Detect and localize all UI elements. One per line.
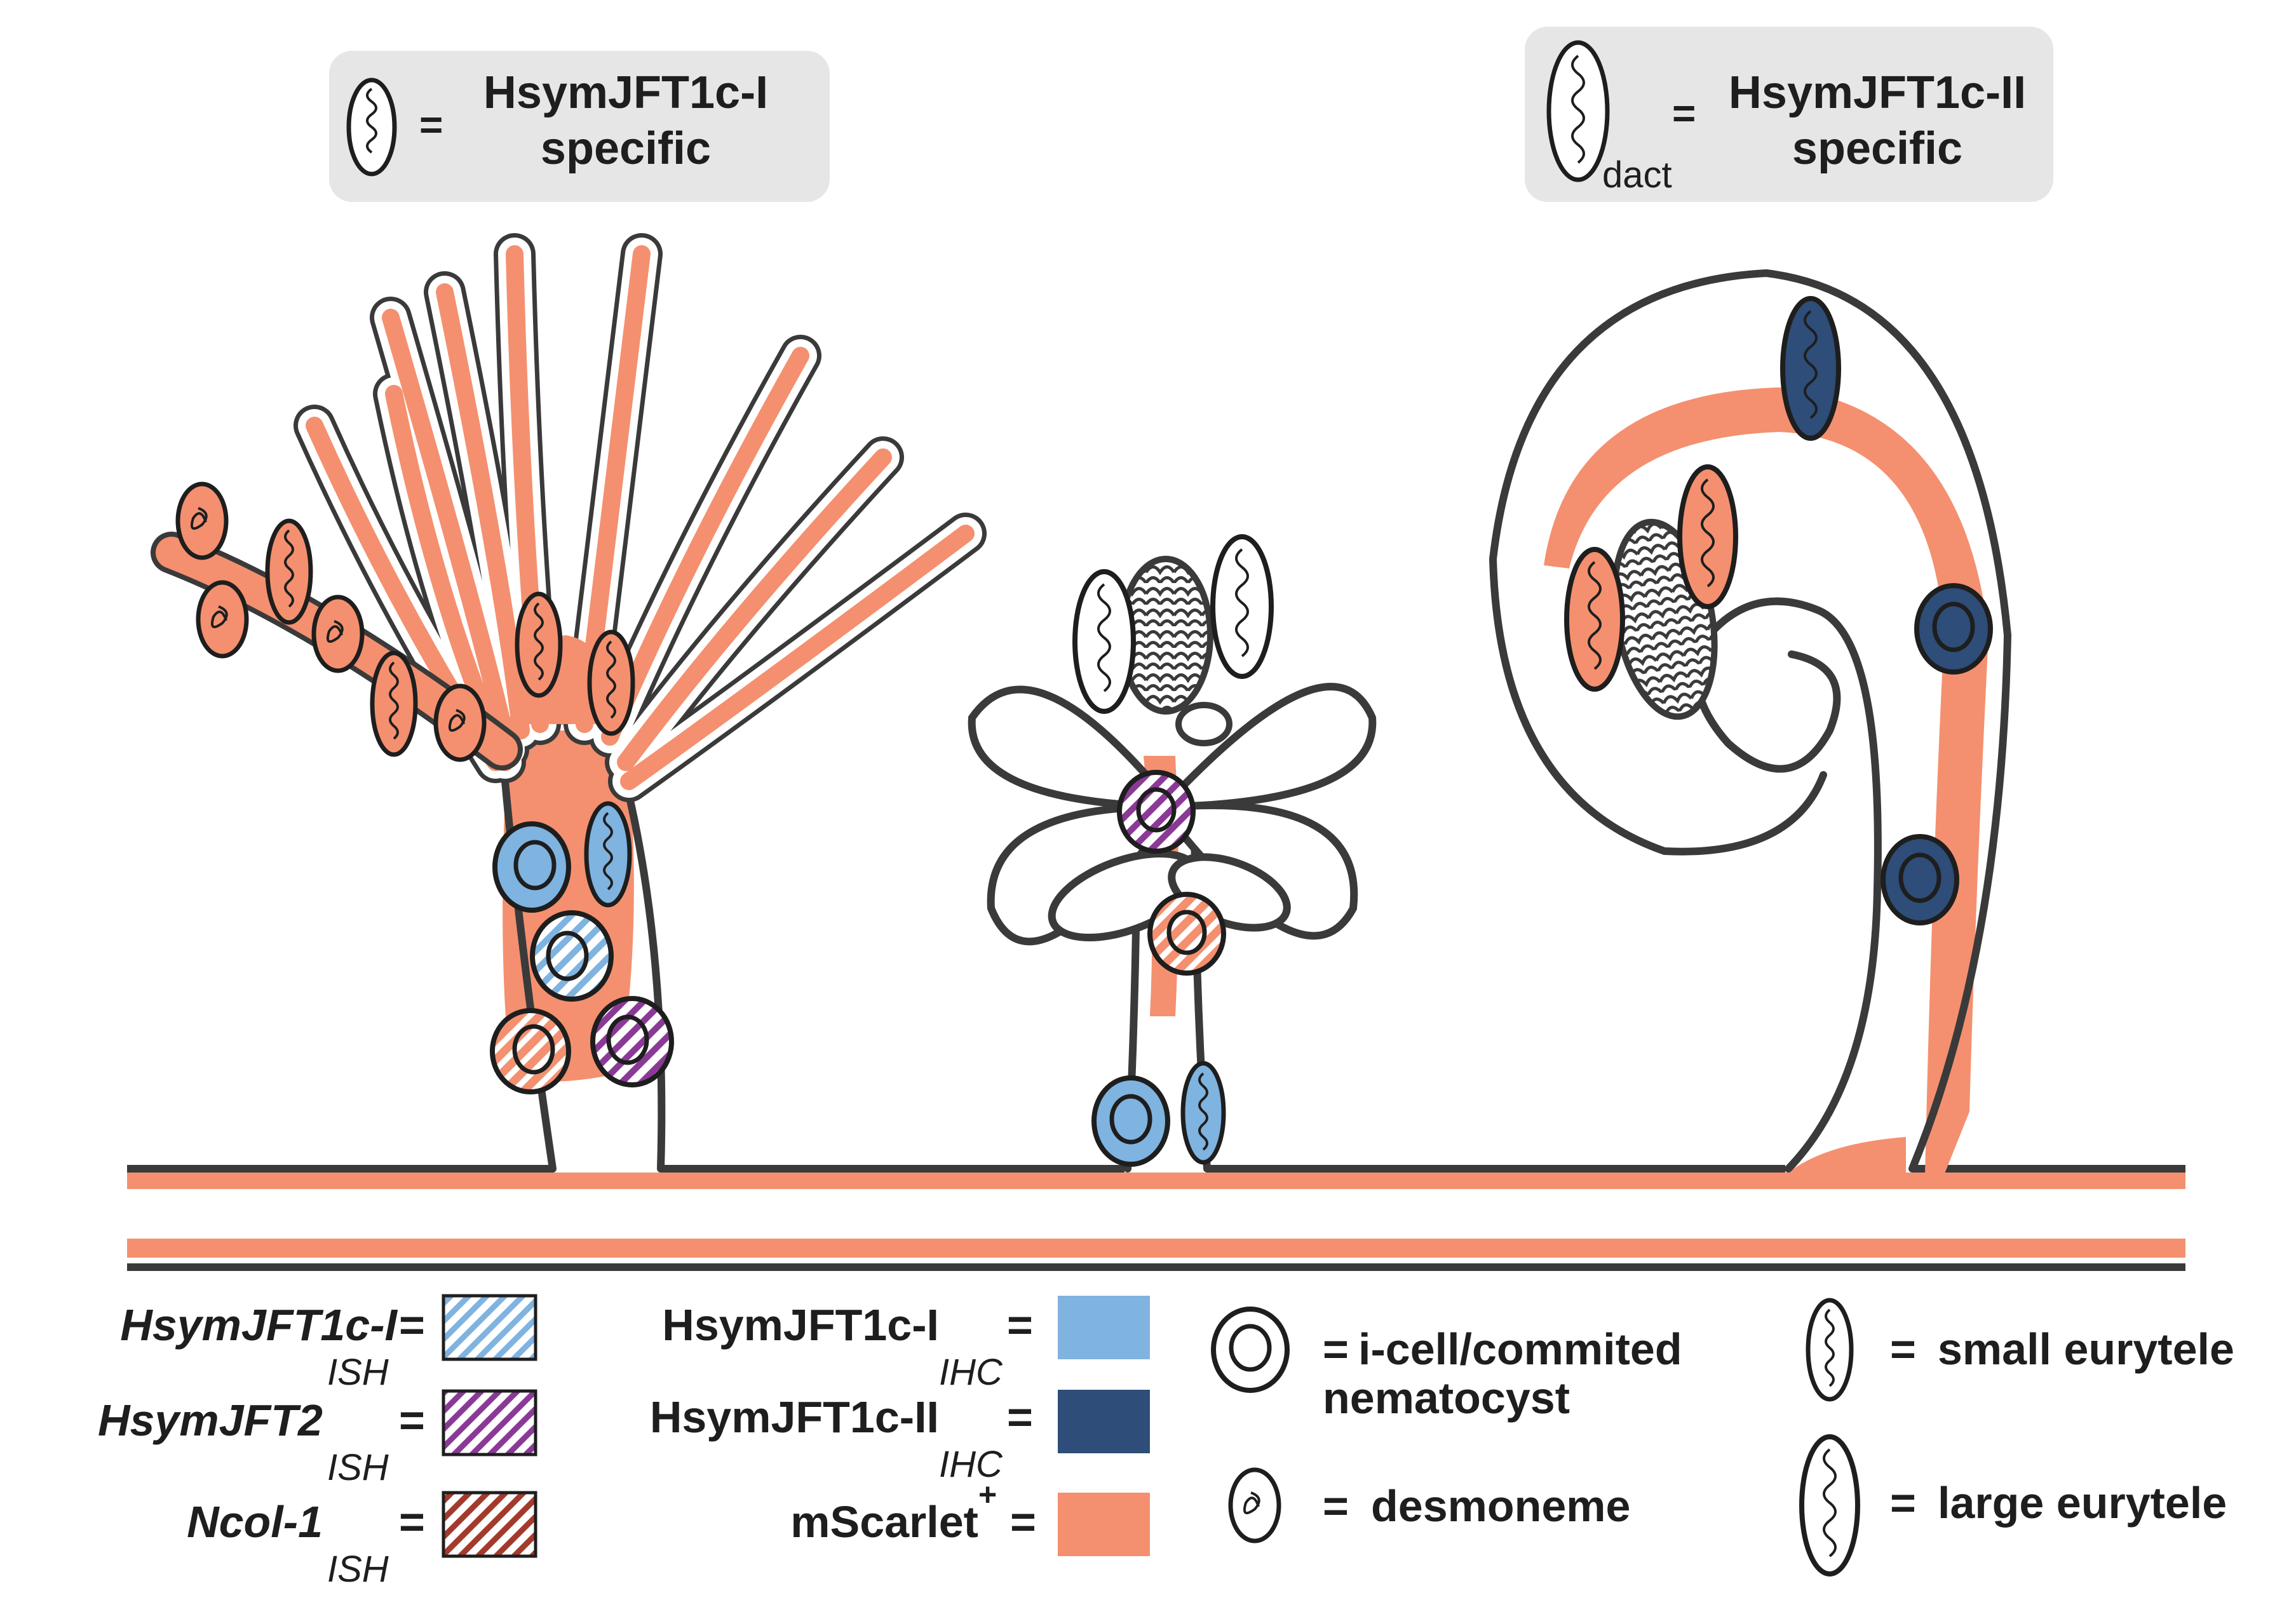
- desmoneme-cell: [311, 595, 365, 673]
- header-box-right: [1525, 27, 2053, 202]
- legend-ihc-c2: HsymJFT1c-II IHC =: [650, 1390, 1150, 1485]
- legend-ihc-c2-name: HsymJFT1c-II: [650, 1392, 939, 1442]
- icell-ihc-c1: [492, 821, 571, 913]
- small-eurytele-icon: [346, 77, 397, 177]
- small-eurytele-ihc-c1: [1180, 1061, 1226, 1165]
- legend-small-eq: =: [1890, 1324, 1916, 1374]
- header-left-line2: specific: [541, 123, 711, 174]
- legend-ihc-c1-eq: =: [1007, 1300, 1033, 1350]
- legend: HsymJFT1c-I ISH = HsymJFT2 ISH = Ncol-1 …: [98, 1294, 2234, 1590]
- legend-mscarlet-sup: +: [978, 1477, 997, 1512]
- swatch-ihc-c1: [1058, 1296, 1150, 1359]
- swatch-ish-c1: [442, 1294, 537, 1361]
- icell-ish-c1: [530, 910, 614, 1002]
- header-left-eq: =: [419, 102, 443, 147]
- stolon-mscarlet-top: [127, 1173, 2185, 1189]
- legend-ish-ncol: Ncol-1 ISH =: [187, 1491, 537, 1590]
- swatch-ihc-c2: [1058, 1390, 1150, 1453]
- small-eurytele-cell: [587, 629, 635, 736]
- icell-ihc-c2: [1914, 583, 1993, 675]
- legend-large-label: large eurytele: [1938, 1478, 2227, 1528]
- legend-ish-c1-name: HsymJFT1c-I: [120, 1300, 398, 1350]
- legend-ihc-c1-name: HsymJFT1c-I: [662, 1300, 939, 1350]
- legend-small-eurytele: = small eurytele: [1806, 1298, 2234, 1402]
- legend-ish-ncol-sub: ISH: [327, 1549, 389, 1590]
- stolon: [127, 1165, 2185, 1271]
- legend-ish-jft2: HsymJFT2 ISH =: [98, 1389, 537, 1488]
- legend-ish-ncol-name: Ncol-1: [187, 1497, 323, 1547]
- large-eurytele-cell: [1564, 547, 1625, 692]
- legend-ish-jft2-sub: ISH: [327, 1447, 389, 1488]
- small-eurytele-cell: [265, 518, 313, 625]
- legend-ish-c1-sub: ISH: [327, 1352, 389, 1393]
- stolon-mscarlet-bottom: [127, 1239, 2185, 1258]
- legend-desmoneme-label: desmoneme: [1371, 1481, 1630, 1531]
- legend-ihc-c2-eq: =: [1007, 1392, 1033, 1442]
- legend-mscarlet-name: mScarlet: [790, 1497, 978, 1547]
- icell-ish-ncol: [490, 1008, 571, 1094]
- large-eurytele-cell: [1072, 569, 1136, 714]
- legend-ish-ncol-eq: =: [399, 1497, 425, 1547]
- header-right-line2: specific: [1792, 123, 1962, 174]
- legend-icell-eq: =: [1323, 1324, 1349, 1374]
- legend-desmoneme-eq: =: [1323, 1481, 1349, 1531]
- dactylozooid: [1489, 269, 2012, 1175]
- legend-mscarlet-eq: =: [1010, 1497, 1036, 1547]
- legend-icell: = i-cell/commited nematocyst: [1211, 1307, 1682, 1423]
- header-right-line1: HsymJFT1c-II: [1729, 67, 2026, 118]
- legend-ish-jft2-eq: =: [399, 1395, 425, 1445]
- header-box-left: [329, 51, 830, 202]
- legend-small-label: small eurytele: [1938, 1324, 2234, 1374]
- header-left-line1: HsymJFT1c-I: [483, 67, 768, 118]
- legend-icell-line2: nematocyst: [1323, 1373, 1570, 1423]
- legend-desmoneme: = desmoneme: [1228, 1467, 1630, 1543]
- icell-ish-jft2: [1117, 770, 1196, 854]
- large-eurytele-cell: [1210, 534, 1274, 679]
- icell-ihc-c1: [1091, 1075, 1170, 1167]
- small-eurytele-cell: [515, 591, 563, 698]
- dactylozooid-mscarlet: [1544, 387, 1989, 1175]
- legend-ish-c1-eq: =: [399, 1300, 425, 1350]
- header-right-subscript: dact: [1602, 154, 1672, 196]
- icell-ihc-c2: [1881, 834, 1959, 925]
- desmoneme-cell: [196, 580, 249, 659]
- legend-large-eurytele: = large eurytele: [1799, 1434, 2227, 1576]
- reproductive-polyp: [968, 534, 1377, 1173]
- legend-ihc-c1: HsymJFT1c-I IHC =: [662, 1296, 1150, 1393]
- large-eurytele-icon: [1799, 1434, 1860, 1576]
- swatch-ish-jft2: [442, 1389, 537, 1456]
- legend-large-eq: =: [1890, 1478, 1916, 1528]
- legend-mscarlet: mScarlet + =: [790, 1477, 1150, 1556]
- header-right-eq: =: [1672, 90, 1696, 136]
- swatch-mscarlet: [1058, 1493, 1150, 1556]
- legend-ish-jft2-name: HsymJFT2: [98, 1395, 323, 1445]
- desmoneme-icon: [1228, 1467, 1281, 1543]
- icell-ish-jft2: [590, 996, 674, 1087]
- large-eurytele-icon: [1546, 40, 1610, 182]
- header-left: = HsymJFT1c-I specific: [329, 51, 830, 202]
- small-eurytele-cell: [370, 650, 418, 757]
- small-eurytele-icon: [1806, 1298, 1854, 1402]
- polyp-tentacles: [294, 233, 987, 802]
- large-eurytele-ihc-c2: [1780, 296, 1841, 441]
- icell-ish-ncol: [1147, 892, 1226, 976]
- desmoneme-cell: [175, 481, 229, 560]
- legend-icell-line1: i-cell/commited: [1358, 1324, 1682, 1374]
- legend-ish-c1: HsymJFT1c-I ISH =: [120, 1294, 537, 1393]
- header-right: dact = HsymJFT1c-II specific: [1525, 27, 2053, 202]
- desmoneme-cell: [433, 683, 487, 762]
- swatch-ish-ncol: [442, 1491, 537, 1558]
- large-eurytele-cell: [1677, 464, 1738, 609]
- legend-ihc-c2-sub: IHC: [939, 1444, 1003, 1485]
- legend-ihc-c1-sub: IHC: [939, 1352, 1003, 1393]
- small-eurytele-ihc-c1: [584, 801, 632, 908]
- icell-icon: [1211, 1307, 1290, 1393]
- feeding-polyp: [151, 233, 987, 1173]
